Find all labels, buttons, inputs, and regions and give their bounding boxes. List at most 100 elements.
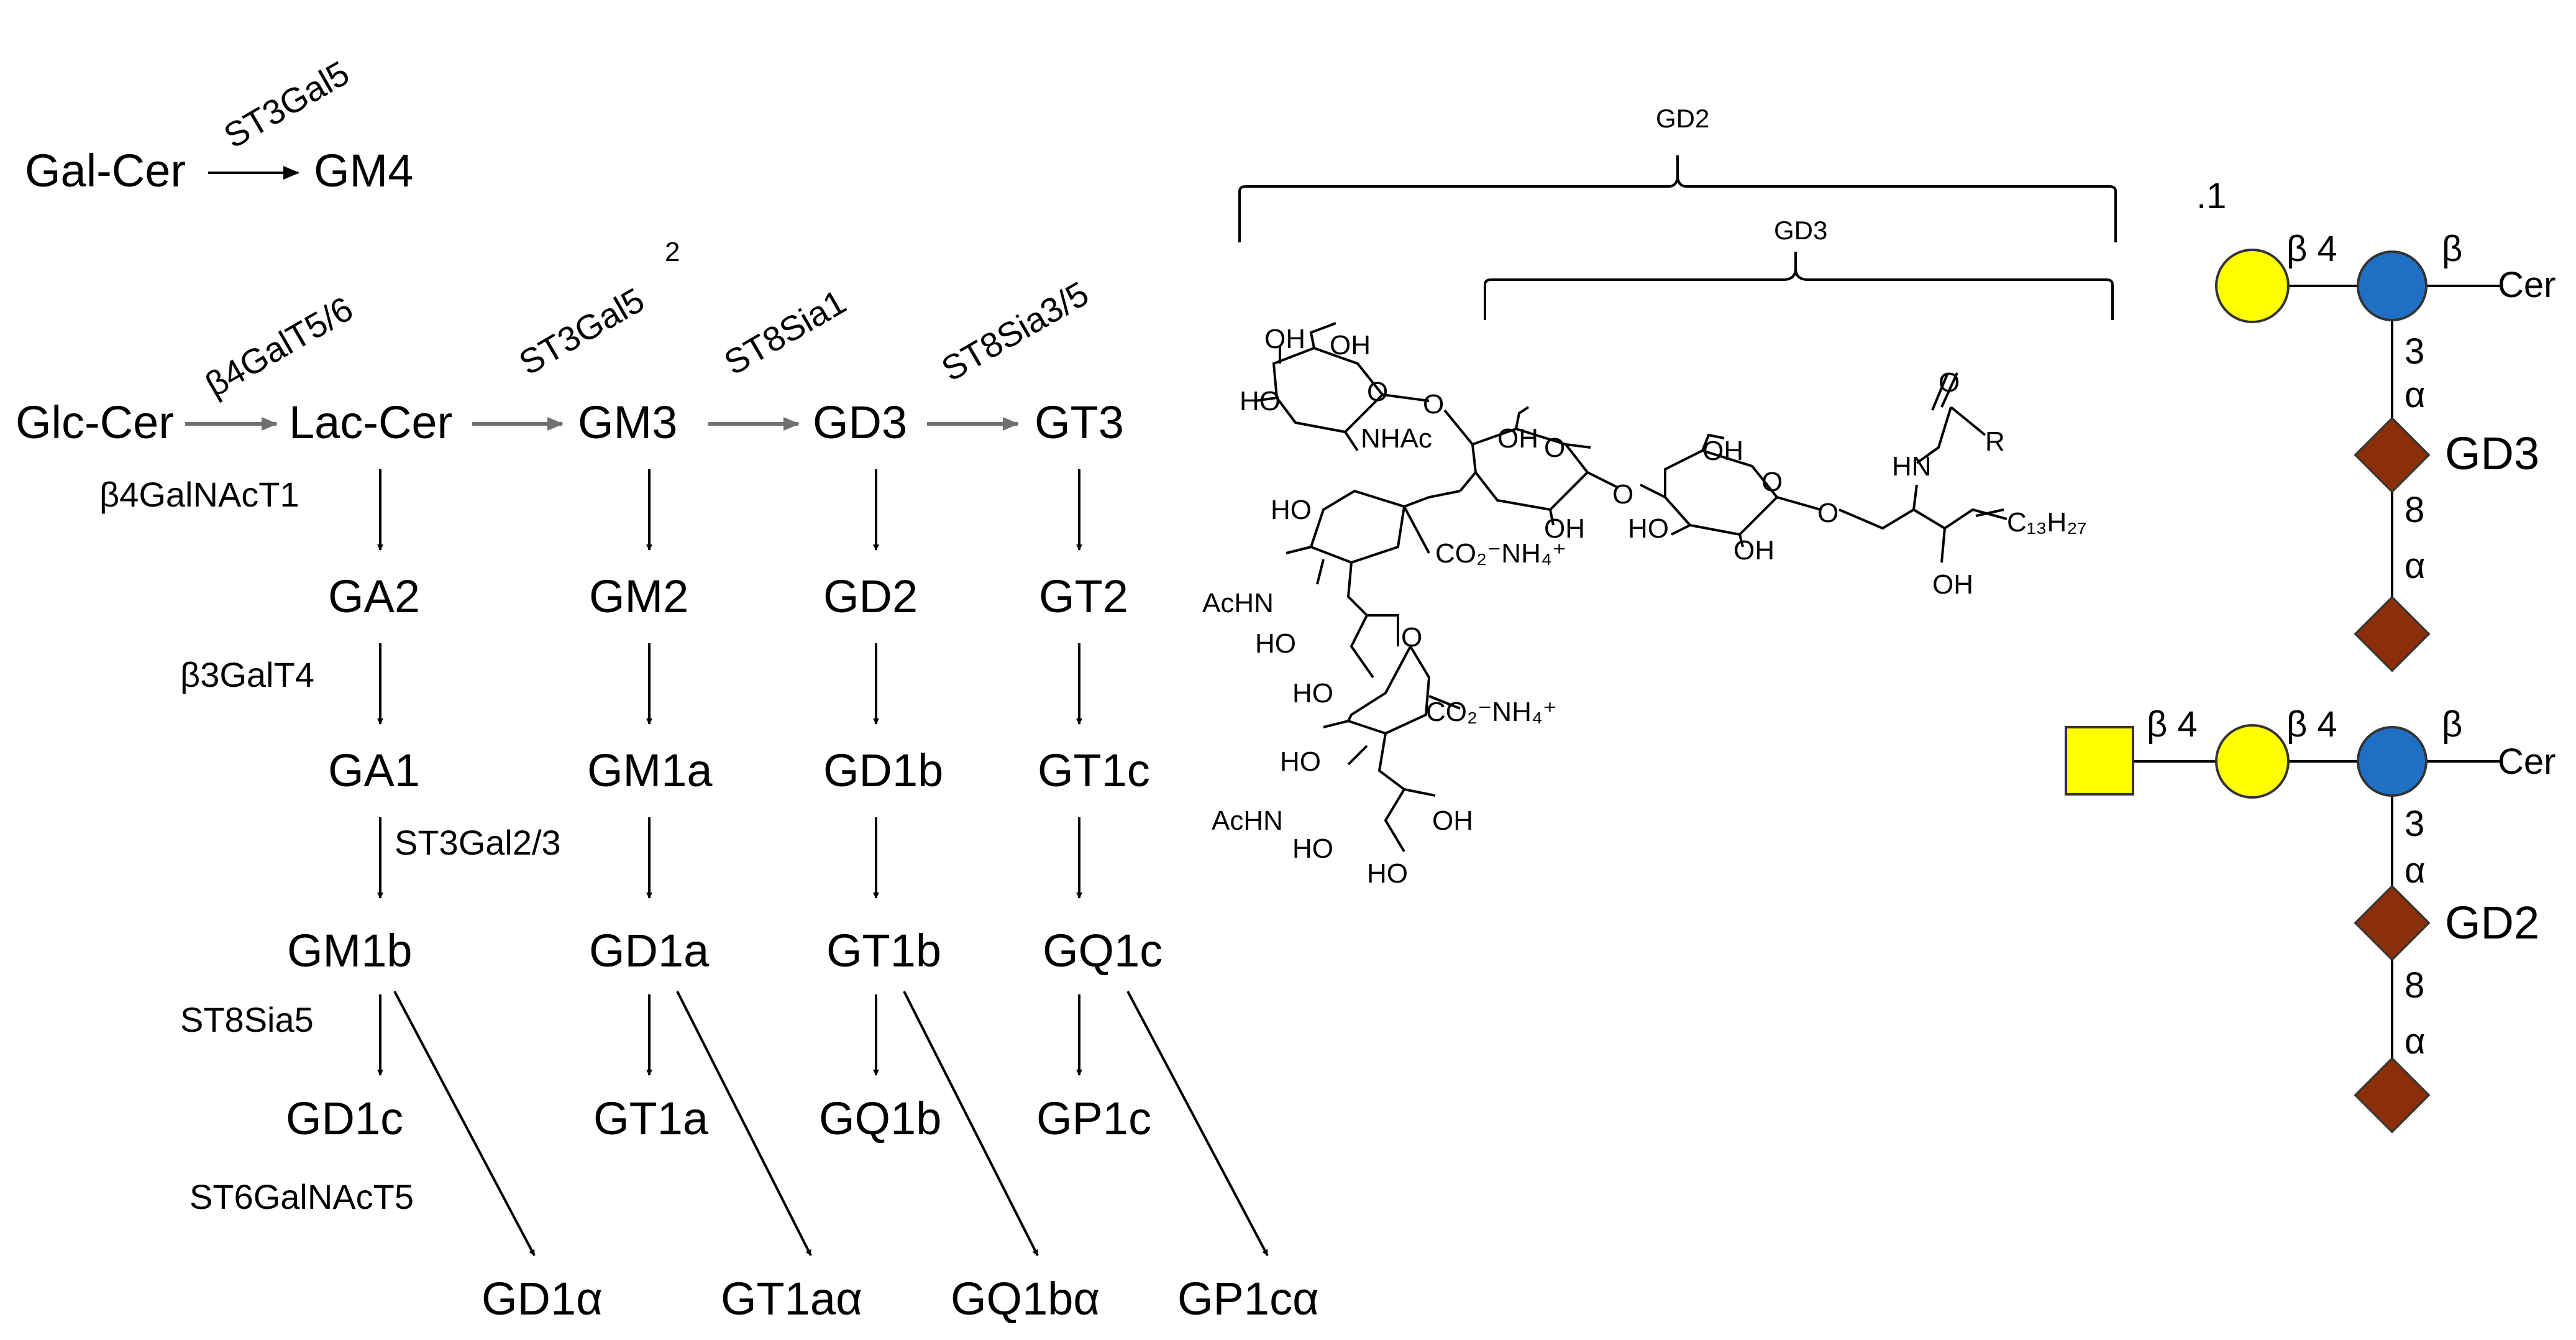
enzyme-b4galt56: β4GalT5/6	[199, 289, 360, 405]
enzyme-b4galnact1: β4GalNAcT1	[99, 475, 299, 514]
arrow-gm1b-gd1alpha	[393, 991, 536, 1256]
label-oh-3: OH	[1497, 423, 1538, 454]
label-ho-4: HO	[1255, 628, 1296, 659]
link-label: β 4	[2147, 704, 2198, 745]
link-label: β 4	[2286, 704, 2337, 745]
node-gt1a: GT1a	[593, 1093, 709, 1144]
label-oh-1: OH	[1264, 324, 1305, 354]
node-gt3: GT3	[1035, 397, 1124, 448]
node-lac-cer: Lac-Cer	[289, 397, 452, 448]
node-gq1balpha: GQ1bα	[951, 1273, 1100, 1324]
node-gd1alpha: GD1α	[482, 1273, 603, 1324]
sialic-acid-icon	[2354, 1057, 2431, 1134]
glycan-gd2: β 4 β 4 β Cer 3 α GD2 8 α	[2065, 704, 2555, 1134]
node-glc-cer: Glc-Cer	[16, 397, 174, 448]
label-oh-6: OH	[1733, 535, 1774, 566]
structure-labels: OH OH HO O O NHAc OH O OH O HO OH O OH O…	[1202, 324, 2087, 889]
glycan-name-gd2: GD2	[2445, 897, 2539, 948]
node-ga2: GA2	[328, 571, 420, 622]
label-ho-8: HO	[1367, 858, 1408, 889]
glucose-icon	[2357, 726, 2428, 797]
link-label: α	[2405, 546, 2426, 586]
enzyme-st3gal23: ST3Gal2/3	[395, 823, 561, 862]
gd2-chemical-structure: GD2 GD3	[1202, 104, 2117, 889]
enzyme-st6galnact5: ST6GalNAcT5	[190, 1177, 414, 1216]
label-o-4: O	[1612, 479, 1633, 510]
node-gm2: GM2	[589, 571, 688, 622]
label-ho-2: HO	[1628, 513, 1669, 544]
node-ga1: GA1	[328, 745, 420, 796]
glycan-gd3: β 4 β Cer 3 α GD3 8 α	[2215, 229, 2555, 672]
link-label: α	[2405, 375, 2426, 415]
label-hn: HN	[1892, 451, 1932, 482]
node-gd1c: GD1c	[286, 1093, 403, 1144]
label-r: R	[1985, 426, 2005, 457]
link-label: 8	[2405, 490, 2424, 530]
node-gp1calpha: GP1cα	[1177, 1273, 1319, 1324]
node-gt1b: GT1b	[826, 925, 941, 976]
node-gq1c: GQ1c	[1043, 925, 1162, 976]
label-o-3: O	[1544, 433, 1565, 463]
bracket-label-gd2: GD2	[1656, 104, 1709, 133]
label-oh-4: OH	[1544, 513, 1585, 544]
sialic-acid-icon	[2354, 416, 2431, 493]
glycan-marker: .1	[2196, 176, 2226, 216]
node-gd2: GD2	[823, 571, 918, 622]
sialic-acid-icon	[2354, 595, 2431, 672]
sialic-acid-icon	[2354, 884, 2431, 961]
link-label: β	[2442, 229, 2462, 269]
label-oh-7: OH	[1932, 569, 1973, 600]
node-gm3: GM3	[578, 397, 677, 448]
label-ho-6: HO	[1280, 746, 1321, 777]
enzyme-st8sia5: ST8Sia5	[180, 1000, 314, 1039]
node-gal-cer: Gal-Cer	[25, 145, 186, 196]
label-o-2: O	[1423, 389, 1444, 420]
galnac-icon	[2065, 726, 2134, 796]
label-ho-7: HO	[1292, 833, 1333, 864]
arrow-gt1b-gq1balpha	[903, 991, 1039, 1256]
label-achn-1: AcHN	[1202, 588, 1274, 618]
node-gm1b: GM1b	[287, 925, 413, 976]
label-oh-2: OH	[1330, 330, 1371, 360]
glucose-icon	[2357, 250, 2428, 321]
glycan-name-gd3: GD3	[2445, 428, 2539, 479]
arrow-gd1a-gt1aalpha	[676, 991, 812, 1256]
label-ho-3: HO	[1271, 495, 1312, 525]
link-label: α	[2405, 1021, 2426, 1062]
label-c13h27: C₁₃H₂₇	[2007, 507, 2087, 538]
label-achn-2: AcHN	[1212, 805, 1283, 836]
node-gt1aalpha: GT1aα	[721, 1273, 862, 1324]
bracket-gd2	[1238, 155, 2117, 242]
label-co2nh4-2: CO₂⁻NH₄⁺	[1426, 697, 1557, 727]
node-gt2: GT2	[1039, 571, 1128, 622]
label-ho-1: HO	[1240, 386, 1281, 416]
structure-bonds	[1254, 322, 2007, 853]
enzyme-st3gal5-top: ST3Gal5	[217, 53, 356, 155]
galactose-icon	[2215, 249, 2290, 323]
biosynthesis-pathway: Gal-Cer GM4 ST3Gal5 Glc-Cer Lac-Cer GM3 …	[16, 53, 1319, 1324]
node-gd3: GD3	[813, 397, 907, 448]
node-gp1c: GP1c	[1036, 1093, 1151, 1144]
link-label: 8	[2405, 965, 2424, 1006]
node-gd1a: GD1a	[589, 925, 710, 976]
glycan-symbols: .1 β 4 β Cer 3 α GD3 8 α	[2065, 176, 2555, 1134]
label-o-5: O	[1761, 467, 1783, 497]
link-label: α	[2405, 850, 2426, 891]
label-oh-5: OH	[1702, 436, 1743, 466]
label-oh-8: OH	[1432, 805, 1473, 836]
node-gq1b: GQ1b	[819, 1093, 941, 1144]
label-o-1: O	[1367, 377, 1388, 407]
bracket-gd3	[1484, 252, 2114, 320]
link-label: 3	[2405, 331, 2424, 372]
enzyme-st3gal5-main: ST3Gal5	[513, 280, 651, 382]
label-o-carbonyl: O	[1939, 367, 1960, 398]
enzyme-st8sia35: ST8Sia3/5	[935, 273, 1095, 388]
arrow-gq1c-gp1calpha	[1126, 991, 1269, 1256]
node-gm4: GM4	[314, 145, 413, 196]
label-o-6: O	[1817, 498, 1838, 528]
enzyme-footnote-2: 2	[665, 237, 680, 267]
label-cer: Cer	[2498, 741, 2555, 782]
label-cer: Cer	[2498, 265, 2555, 305]
enzyme-b3galt4: β3GalT4	[180, 655, 314, 694]
